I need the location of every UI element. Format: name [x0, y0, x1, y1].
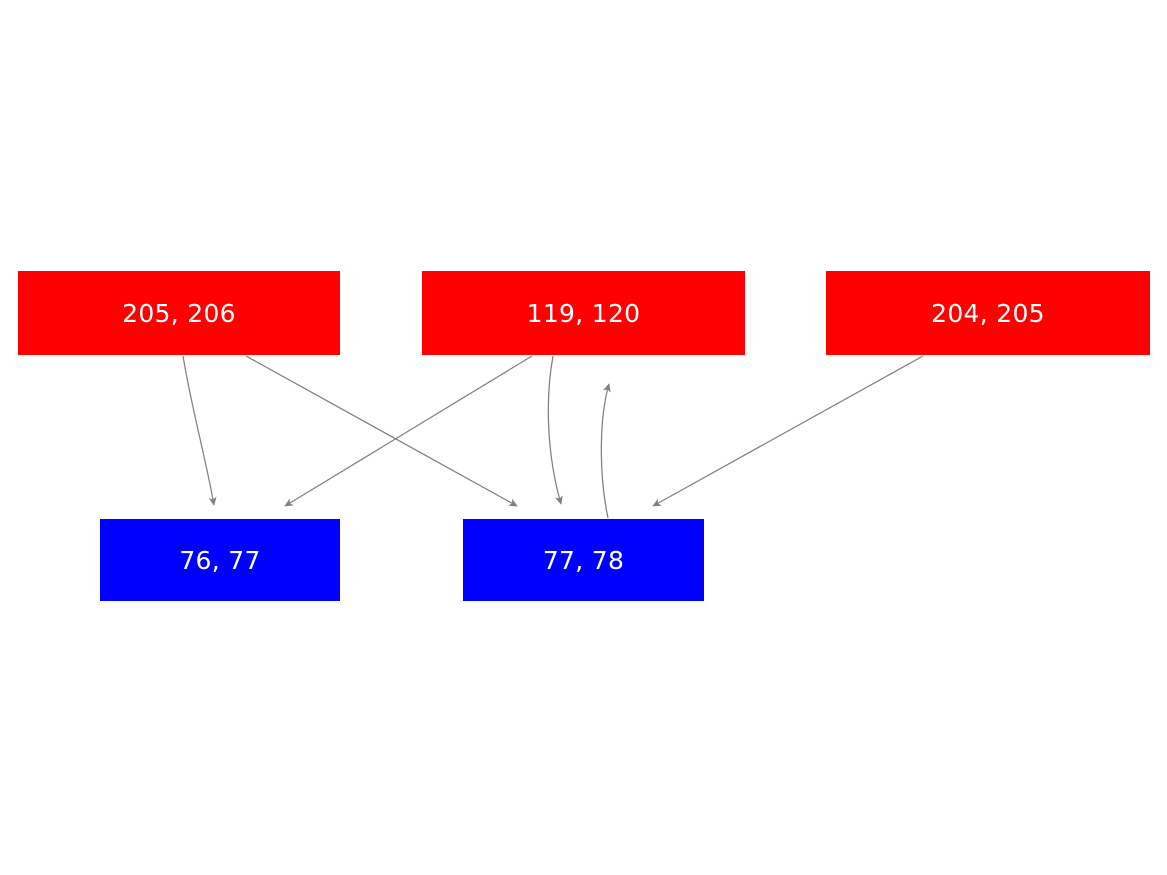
node-label: 119, 120 [526, 298, 641, 328]
edge-77-78-to-119-120 [600, 383, 611, 519]
node-label: 76, 77 [179, 545, 261, 575]
node-77-78[interactable]: 77, 78 [463, 519, 704, 601]
node-label: 204, 205 [931, 298, 1045, 328]
edge-119-120-to-76-77 [284, 355, 533, 507]
edge-205-206-to-76-77 [182, 355, 217, 506]
node-119-120[interactable]: 119, 120 [422, 271, 745, 355]
node-205-206[interactable]: 205, 206 [18, 271, 340, 355]
node-label: 77, 78 [542, 545, 625, 575]
node-label: 205, 206 [122, 298, 236, 328]
edge-205-206-to-77-78 [245, 355, 518, 507]
edge-204-205-to-77-78 [652, 355, 924, 507]
edge-119-120-to-77-78 [547, 355, 563, 505]
node-204-205[interactable]: 204, 205 [826, 271, 1150, 355]
node-76-77[interactable]: 76, 77 [100, 519, 340, 601]
